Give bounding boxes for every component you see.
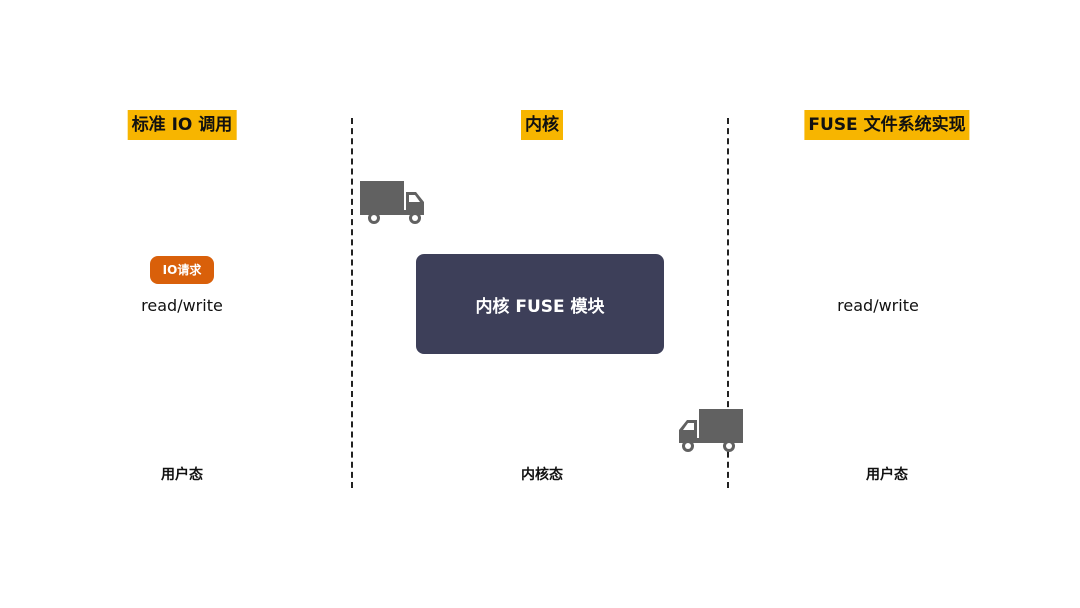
read-write-left: read/write	[141, 296, 223, 315]
heading-standard-io: 标准 IO 调用	[127, 110, 237, 140]
io-request-badge: IO请求	[150, 256, 214, 284]
state-label-left: 用户态	[161, 467, 203, 483]
state-label-middle: 内核态	[521, 467, 563, 483]
heading-fuse-fs: FUSE 文件系统实现	[804, 110, 970, 140]
state-label-right: 用户态	[866, 467, 908, 483]
kernel-fuse-module: 内核 FUSE 模块	[416, 254, 664, 354]
kernel-fuse-module-label: 内核 FUSE 模块	[475, 296, 605, 317]
divider-user-kernel-left	[351, 118, 353, 488]
divider-kernel-user-right	[727, 118, 729, 488]
truck-icon	[679, 409, 743, 452]
truck-icon	[360, 181, 424, 224]
read-write-right: read/write	[837, 296, 919, 315]
heading-kernel: 内核	[521, 110, 563, 140]
